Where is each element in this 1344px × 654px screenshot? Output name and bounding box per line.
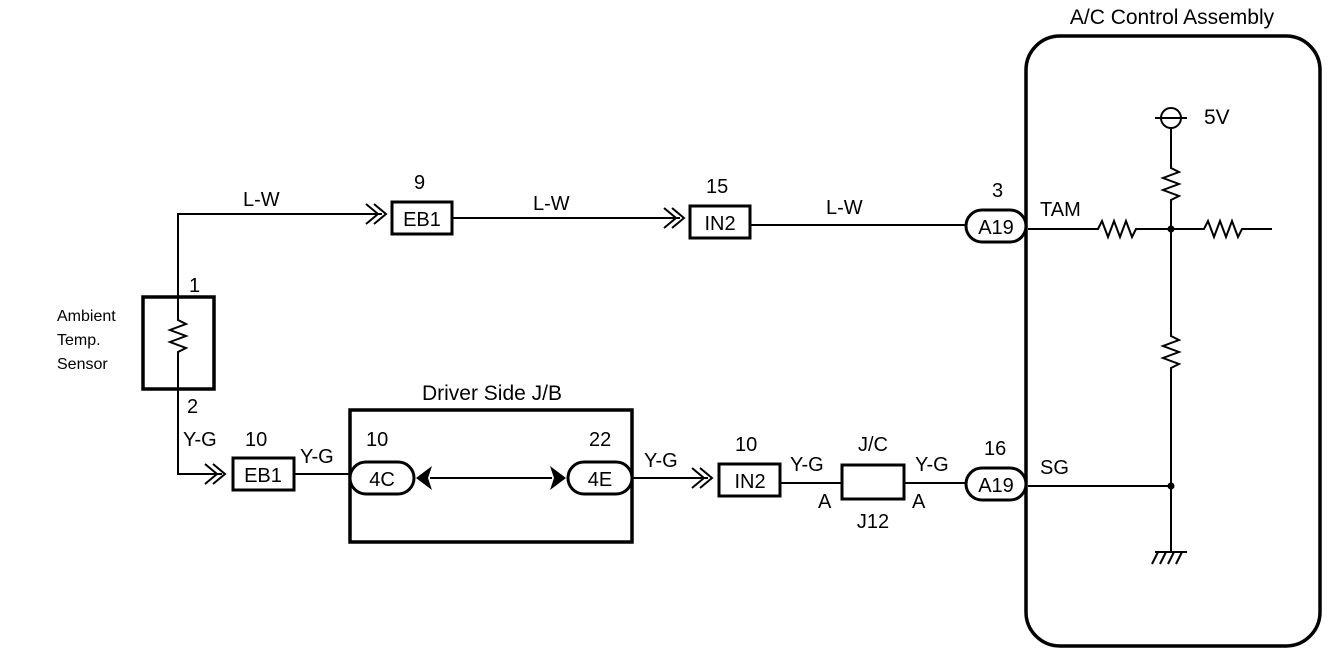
- jc-right-pin: A: [912, 491, 926, 513]
- tam-label: TAM: [1040, 199, 1081, 221]
- sensor-label-line1: Ambient: [57, 308, 116, 325]
- pullup-resistor-icon: [1160, 162, 1182, 229]
- connector-in2-top: [688, 204, 752, 240]
- connector-a19-top-label: A19: [978, 217, 1014, 239]
- lw-wire-1: [177, 213, 382, 297]
- yg-wire-2-color: Y-G: [300, 446, 334, 468]
- connector-4c-label: 4C: [369, 469, 395, 491]
- sensor-pin2: 2: [187, 396, 198, 418]
- jb-4c-pin: 10: [366, 429, 388, 451]
- yg-wire-1: [177, 389, 222, 475]
- a19-bottom-pin: 16: [984, 438, 1006, 460]
- connector-4c: [348, 460, 416, 496]
- lw-wire-3-color: L-W: [826, 197, 863, 219]
- sensor-label-line2: Temp.: [57, 332, 101, 349]
- ground-icon: [1151, 486, 1187, 565]
- connector-eb1-top: [390, 200, 454, 236]
- in2-top-pin: 15: [706, 176, 728, 198]
- connector-arrow-icon: [691, 467, 706, 489]
- connector-in2-top-label: IN2: [704, 213, 735, 235]
- connector-arrow-icon: [212, 463, 227, 485]
- assembly-title: A/C Control Assembly: [1070, 6, 1275, 29]
- supply-5v-icon: [1155, 107, 1187, 162]
- sensor-label-line3: Sensor: [57, 356, 108, 373]
- eb1-top-pin: 9: [414, 172, 425, 194]
- lw-wire-1-color: L-W: [243, 189, 280, 211]
- connector-eb1-bottom-label: EB1: [244, 465, 282, 487]
- connector-arrow-icon: [373, 203, 388, 225]
- jc-left-pin: A: [818, 491, 832, 513]
- connector-arrow-icon: [671, 207, 686, 229]
- connector-a19-top: [964, 208, 1028, 244]
- ac-control-assembly-box: [1024, 34, 1322, 648]
- jb-4e-pin: 22: [589, 429, 611, 451]
- connector-arrow-icon: [663, 207, 678, 229]
- connector-arrow-icon: [699, 467, 714, 489]
- connector-eb1-top-label: EB1: [403, 209, 441, 231]
- tam-resistor-icon: [1028, 218, 1171, 240]
- connector-arrow-icon: [365, 203, 380, 225]
- output-resistor-icon: [1171, 218, 1272, 240]
- connector-a19-bottom-label: A19: [978, 475, 1014, 497]
- a19-top-pin: 3: [992, 180, 1003, 202]
- yg-wire-1-color: Y-G: [183, 429, 217, 451]
- sensor-resistor-icon: [167, 297, 189, 389]
- in2-bottom-pin: 10: [735, 434, 757, 456]
- terminal-arrow-icon: [550, 466, 566, 490]
- supply-5v-label: 5V: [1204, 106, 1230, 129]
- sensor-pin1: 1: [189, 275, 200, 297]
- lw-wire-2-color: L-W: [533, 193, 570, 215]
- yg-wire-5-color: Y-G: [915, 454, 949, 476]
- divider-resistor-icon: [1160, 229, 1182, 486]
- connector-a19-bottom: [964, 466, 1028, 502]
- jc-label: J/C: [858, 434, 888, 456]
- connector-4e-label: 4E: [588, 469, 612, 491]
- connector-in2-bottom: [717, 462, 782, 498]
- connector-in2-bottom-label: IN2: [734, 471, 765, 493]
- terminal-arrow-icon: [416, 466, 432, 490]
- jb-title: Driver Side J/B: [422, 382, 562, 405]
- jc-id: J12: [857, 511, 889, 533]
- eb1-bottom-pin: 10: [245, 429, 267, 451]
- sg-label: SG: [1040, 457, 1069, 479]
- yg-wire-3-color: Y-G: [644, 450, 678, 472]
- yg-wire-4-color: Y-G: [790, 454, 824, 476]
- junction-connector-j12: [840, 463, 906, 501]
- connector-arrow-icon: [204, 463, 219, 485]
